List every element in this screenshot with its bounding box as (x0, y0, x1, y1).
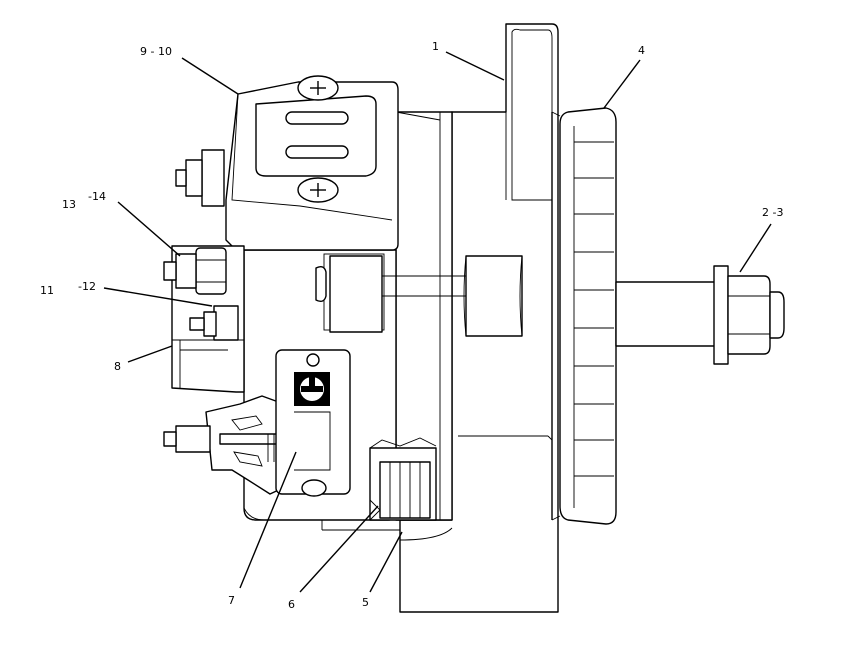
callout-2-3: 2 -3 (762, 206, 783, 219)
leader-lines (103, 51, 772, 593)
callout-6: 6 (288, 598, 295, 611)
terminal-11-12 (189, 305, 239, 341)
callout-labels: 1 2 -3 4 9 - 10 13 -14 11 -12 8 7 6 5 (40, 40, 783, 611)
base-shoe (243, 507, 400, 531)
rectifier-6 (369, 437, 437, 521)
callout-8: 8 (114, 360, 121, 373)
brush-holder-plate (275, 349, 351, 497)
callout-7: 7 (228, 594, 235, 607)
callout-9-10: 9 - 10 (140, 45, 172, 58)
callout-1: 1 (432, 40, 439, 53)
regulator-box (175, 75, 399, 251)
callout-4: 4 (638, 44, 645, 57)
callout-11: 11 (40, 284, 54, 297)
callout-13: 13 (62, 198, 76, 211)
stator-ring (395, 111, 453, 521)
terminal-13-14 (163, 247, 227, 295)
shaft-and-nut (615, 265, 785, 365)
callout-14: -14 (88, 190, 106, 203)
callout-12: -12 (78, 280, 96, 293)
callout-5: 5 (362, 596, 369, 609)
pulley-fan (559, 107, 617, 525)
